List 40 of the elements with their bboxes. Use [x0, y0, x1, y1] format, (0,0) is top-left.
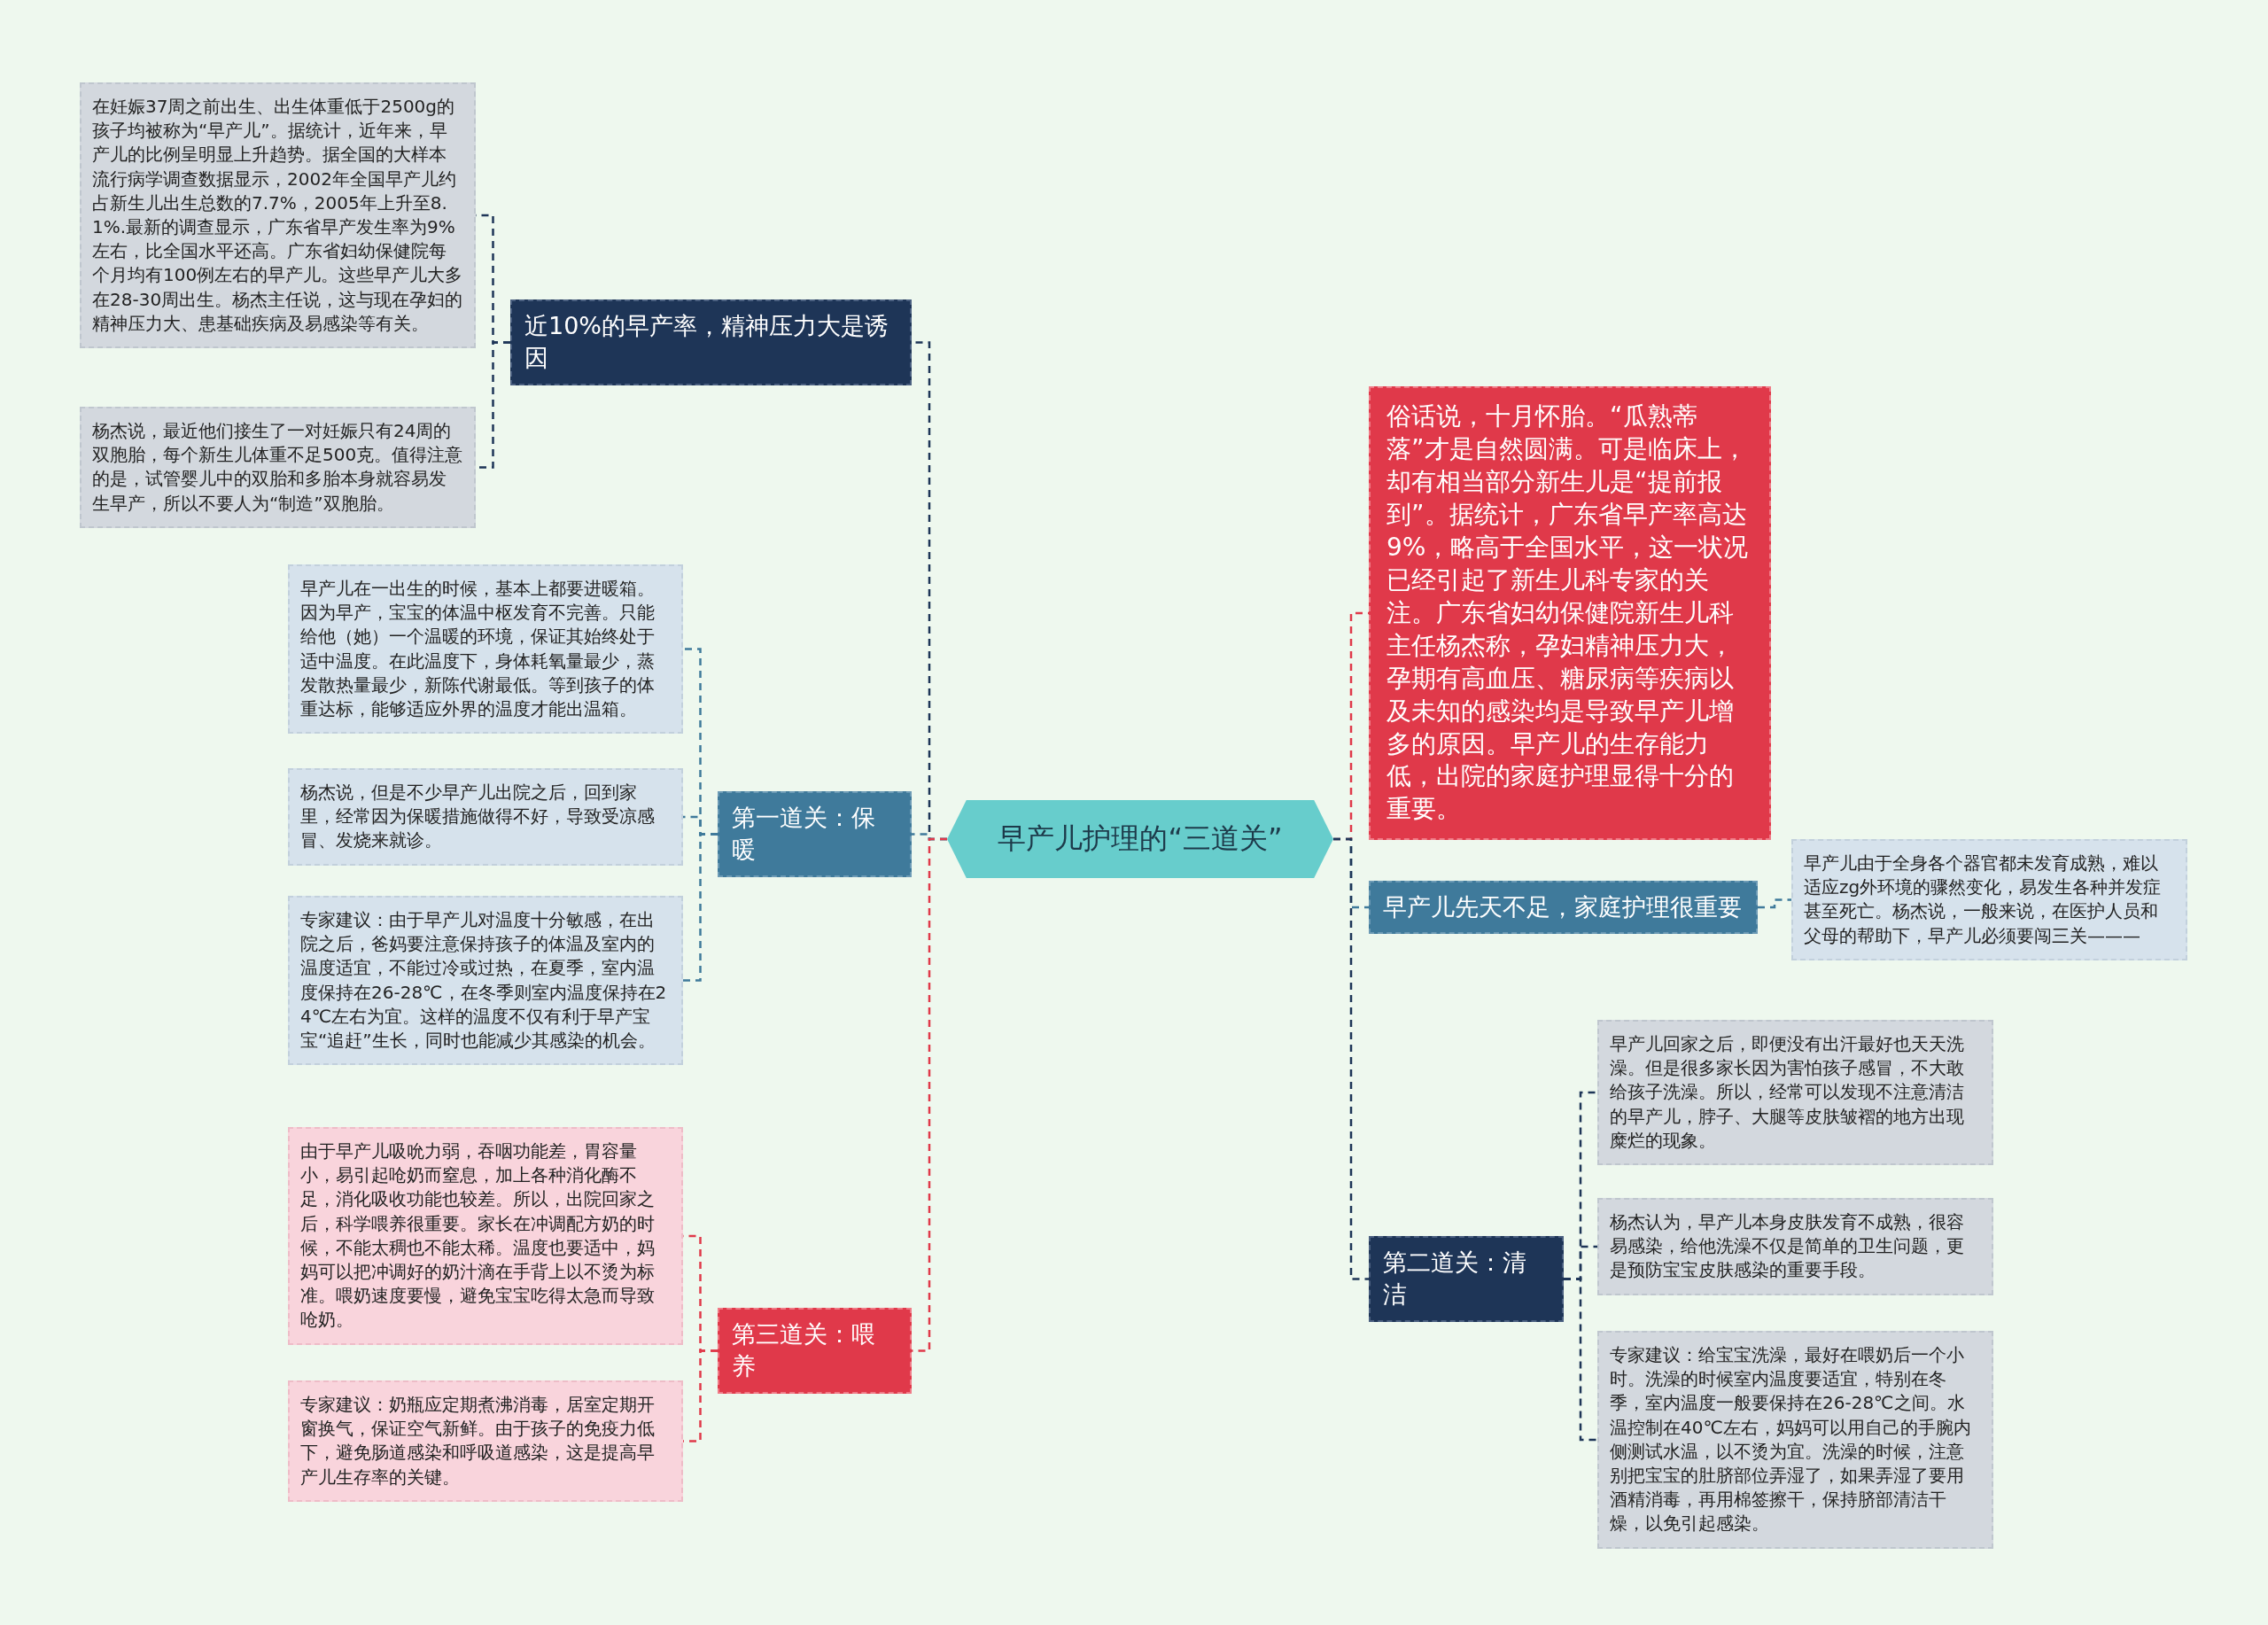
node-text: 第二道关：清洁: [1383, 1248, 1526, 1309]
connector-line: [1758, 898, 1791, 909]
text-card: [1597, 1331, 1993, 1549]
node-text: 专家建议：奶瓶应定期煮沸消毒，居室定期开窗换气，保证空气新鲜。由于孩子的免疫力低下，避免肠道感染和呼吸道感染，这是提高早产儿生存率的关键。: [300, 1394, 655, 1488]
node-text: 杨杰说，但是不少早产儿出院之后，回到家里，经常因为保暖措施做得不好，导致受凉感冒、发烧来就诊。: [300, 781, 655, 851]
central-hexagon: [947, 800, 1333, 878]
node-text: 早产儿在一出生的时候，基本上都要进暖箱。因为早产，宝宝的体温中枢发育不完善。只能给他（她）一个温暖的环境，保证其始终处于适中温度。在此温度下，身体耗氧量最少，蒸发散热量最少，新陈代谢最低。等到孩子的体重达标，能够适应外界的温度才能出温箱。: [300, 578, 655, 719]
topic-box: [1369, 881, 1758, 935]
node-text: 专家建议：由于早产儿对温度十分敏感，在出院之后，爸妈要注意保持孩子的体温及室内的温度适宜，不能过冷或过热，在夏季，室内温度保持在26-28℃，在冬季则室内温度保持在24℃左右为宜。这样的温度不仅有利于早产宝宝“追赶”生长，同时也能减少其感染的机会。: [300, 909, 667, 1051]
node-text: 由于早产儿吸吮力弱，吞咽功能差，胃容量小，易引起呛奶而窒息，加上各种消化酶不足，消化吸收功能也较差。所以，出院回家之后，科学喂养很重要。家长在冲调配方奶的时候，不能太稠也不能太稀。温度也要适中，妈妈可以把冲调好的奶汁滴在手背上以不烫为标准。喂奶速度要慢，避免宝宝吃得太急而导致呛奶。: [300, 1140, 655, 1331]
text-card: [1791, 839, 2187, 960]
node-text: 专家建议：给宝宝洗澡，最好在喂奶后一个小时。洗澡的时候室内温度要适宜，特别在冬季，室内温度一般要保持在26-28℃之间。水温控制在40℃左右，妈妈可以用自己的手腕内侧测试水温，以不烫为宜。洗澡的时候，注意别把宝宝的肚脐部位弄湿了，如果弄湿了要用酒精消毒，再用棉签擦干，保持脐部清洁干燥，以免引起感染。: [1610, 1344, 1971, 1535]
node-text: 早产儿由于全身各个器官都未发育成熟，难以适应zg外环境的骤然变化，易发生各种并发症甚至死亡。杨杰说，一般来说，在医护人员和父母的帮助下，早产儿必须要闯三关———: [1804, 852, 2162, 946]
node-text: 第三道关：喂养: [732, 1320, 875, 1380]
topic-box: [718, 1308, 912, 1394]
text-card: [288, 896, 683, 1066]
text-card: [80, 407, 476, 528]
node-text: 近10%的早产率，精神压力大是诱因: [524, 312, 889, 372]
text-card: [80, 82, 476, 348]
node-text: 俗话说，十月怀胎。“瓜熟蒂落”才是自然圆满。可是临床上，却有相当部分新生儿是“提前报到”。据统计，广东省早产率高达9%，略高于全国水平，这一状况已经引起了新生儿科专家的关注。广东省妇幼保健院新生儿科主任杨杰称，孕妇精神压力大，孕期有高血压、糖尿病等疾病以及未知的感染均是导致早产儿增多的原因。早产儿的生存能力低，出院的家庭护理显得十分的重要。: [1386, 401, 1749, 824]
node-text: 杨杰认为，早产儿本身皮肤发育不成熟，很容易感染，给他洗澡不仅是简单的卫生问题，更是预防宝宝皮肤感染的重要手段。: [1610, 1211, 1964, 1281]
node-text: 早产儿先天不足，家庭护理很重要: [1383, 893, 1742, 921]
node-text: 早产儿回家之后，即便没有出汗最好也天天洗澡。但是很多家长因为害怕孩子感冒，不大敢给孩子洗澡。所以，经常可以发现不注意清洁的早产儿，脖子、大腿等皮肤皱褶的地方出现糜烂的现象。: [1610, 1033, 1964, 1151]
connector-line: [1564, 1278, 1597, 1442]
text-card: [1597, 1198, 1993, 1295]
topic-box: [510, 299, 912, 385]
node-text: 杨杰说，最近他们接生了一对妊娠只有24周的双胞胎，每个新生儿体重不足500克。值得注意的是，试管婴儿中的双胎和多胎本身就容易发生早产，所以不要人为“制造”双胞胎。: [92, 420, 463, 514]
node-text: 在妊娠37周之前出生、出生体重低于2500g的孩子均被称为“早产儿”。据统计，近年来，早产儿的比例呈明显上升趋势。据全国的大样本流行病学调查数据显示，2002年全国早产儿约占新生儿出生总数的7.7%，2005年上升至8.1%.最新的调查显示，广东省早产发生率为9%左右，比全国水平还高。广东省妇幼保健院每个月均有100例左右的早产儿。这些早产儿大多在28-30周出生。杨杰主任说，这与现在孕妇的精神压力大、患基础疾病及易感染等有关。: [92, 96, 463, 334]
topic-box: [718, 791, 912, 877]
text-card: [1597, 1020, 1993, 1165]
topic-box: [1369, 1236, 1564, 1322]
text-card: [288, 1127, 683, 1345]
text-card: [288, 768, 683, 866]
text-card: [288, 1380, 683, 1502]
title-text: 早产儿护理的“三道关”: [998, 820, 1283, 857]
text-card: [1369, 386, 1771, 841]
node-text: 第一道关：保暖: [732, 804, 875, 864]
connector-line: [683, 833, 718, 982]
text-card: [288, 564, 683, 735]
connector-line: [1333, 837, 1369, 1280]
